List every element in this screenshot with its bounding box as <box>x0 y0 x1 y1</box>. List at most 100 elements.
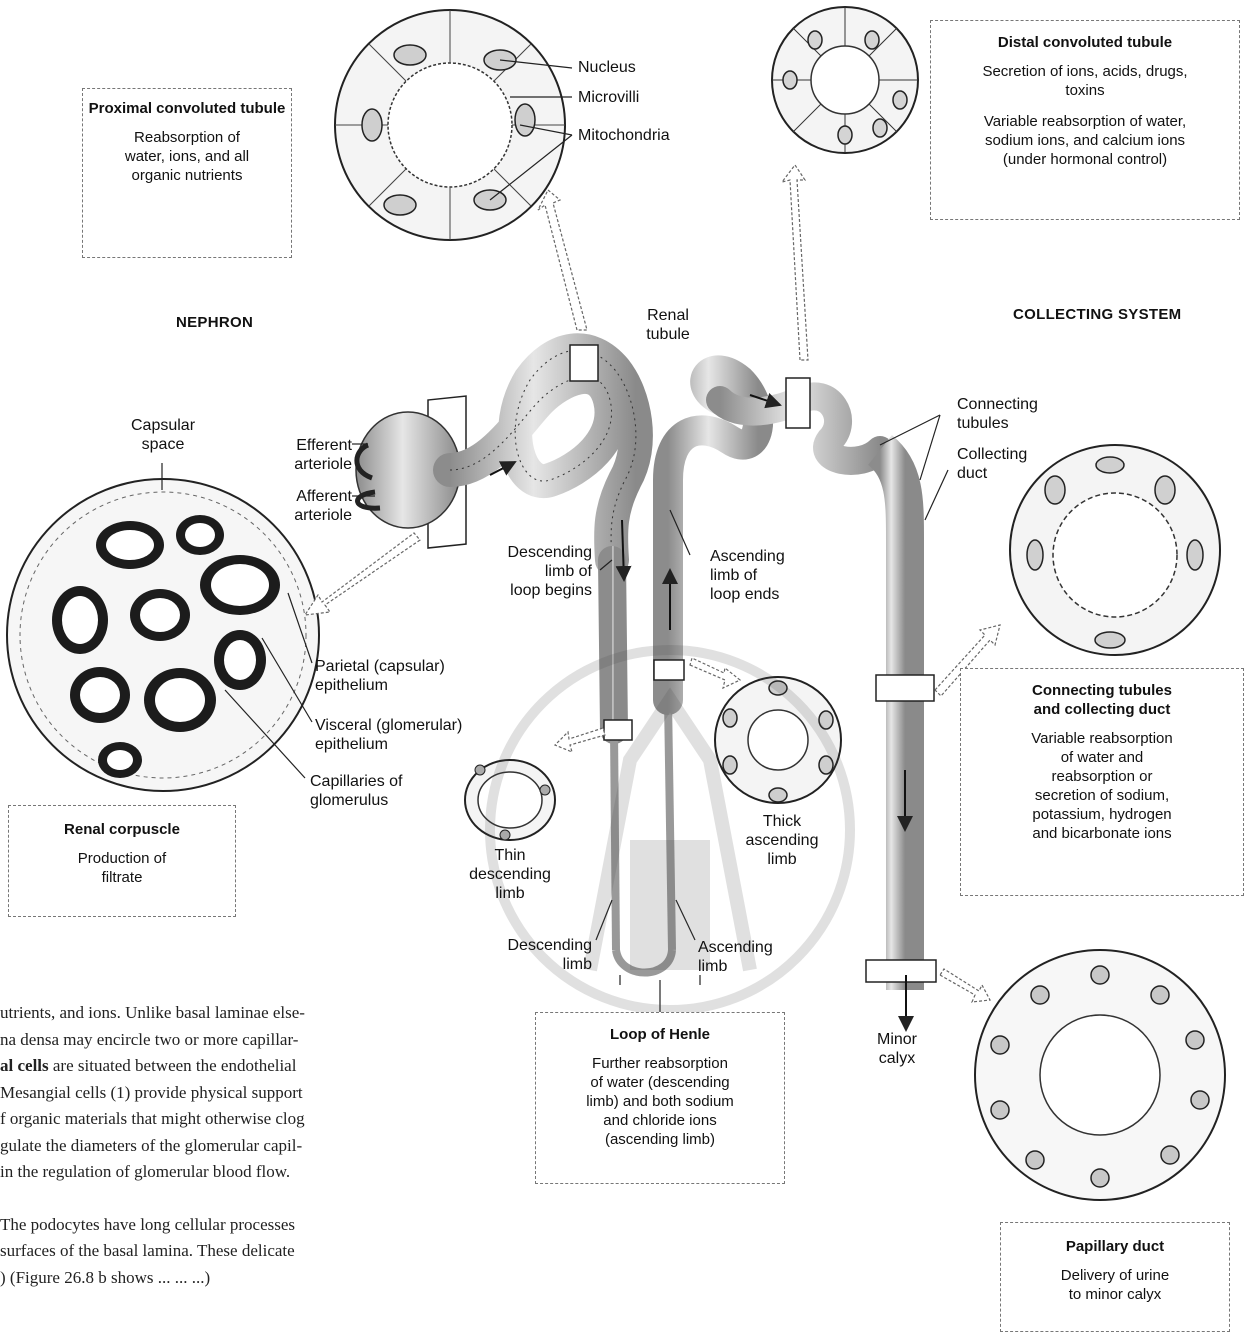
renal-corpuscle-desc-line: filtrate <box>9 868 235 887</box>
proximal-desc-line: organic nutrients <box>83 166 291 185</box>
capillaries-label: Capillaries of glomerulus <box>310 772 402 810</box>
descending-begins-line: loop begins <box>480 581 592 600</box>
capillaries-line: Capillaries of <box>310 772 402 791</box>
papillary-duct-title: Papillary duct <box>1001 1237 1229 1256</box>
ascending-limb-ends-label: Ascending limb of loop ends <box>710 547 820 604</box>
loop-desc-line: limb) and both sodium <box>536 1092 784 1111</box>
loop-of-henle-box: Loop of Henle Further reabsorption of wa… <box>535 1012 785 1184</box>
proximal-desc-line: Reabsorption of <box>83 128 291 147</box>
distal-cut-plane <box>786 378 810 428</box>
efferent-label-line: arteriole <box>268 455 352 474</box>
loop-desc-line: of water (descending <box>536 1073 784 1092</box>
nucleus-label: Nucleus <box>578 58 636 77</box>
afferent-label-line: Afferent <box>268 487 352 506</box>
papillary-duct-section <box>975 950 1225 1200</box>
visceral-line: epithelium <box>315 735 462 754</box>
connecting-desc-line: secretion of sodium, <box>961 786 1243 805</box>
connecting-tubules-line: Connecting <box>957 395 1038 414</box>
collecting-duct <box>880 450 905 990</box>
connecting-desc-line: reabsorption or <box>961 767 1243 786</box>
thin-descending-line: descending <box>455 865 565 884</box>
thin-descending-label: Thin descending limb <box>455 846 565 903</box>
renal-corpuscle-box: Renal corpuscle Production of filtrate <box>8 805 236 917</box>
thick-ascending-line: ascending <box>732 831 832 850</box>
mitochondria-label: Mitochondria <box>578 126 670 145</box>
distal-desc-line: sodium ions, and calcium ions <box>931 131 1239 150</box>
thin-descending-section <box>465 760 555 840</box>
body-text-span: are situated between the endothelial <box>49 1056 297 1075</box>
thin-descending-line: limb <box>455 884 565 903</box>
connecting-desc-line: Variable reabsorption <box>961 729 1243 748</box>
connecting-tubules-title-2: and collecting duct <box>961 700 1243 719</box>
visceral-line: Visceral (glomerular) <box>315 716 462 735</box>
proximal-tubule-title: Proximal convoluted tubule <box>83 99 291 118</box>
connecting-desc-line: potassium, hydrogen <box>961 805 1243 824</box>
renal-tubule-label: Renal tubule <box>628 306 708 344</box>
body-text-line: al cells are situated between the endoth… <box>0 1053 460 1080</box>
body-text-line: utrients, and ions. Unlike basal laminae… <box>0 1000 460 1027</box>
renal-corpuscle-desc-line: Production of <box>9 849 235 868</box>
visceral-epithelium-label: Visceral (glomerular) epithelium <box>315 716 462 754</box>
distal-tubule-title: Distal convoluted tubule <box>931 33 1239 52</box>
loop-desc-line: and chloride ions <box>536 1111 784 1130</box>
ascending-limb-line: limb <box>698 957 773 976</box>
loop-bottom <box>616 950 672 973</box>
thick-ascending-label: Thick ascending limb <box>732 812 832 869</box>
minor-calyx-line: calyx <box>862 1049 932 1068</box>
descending-limb-line: Descending <box>480 936 592 955</box>
thick-ascending-line: Thick <box>732 812 832 831</box>
ascending-ends-line: loop ends <box>710 585 820 604</box>
loop-desc-line: (ascending limb) <box>536 1130 784 1149</box>
body-text-line: na densa may encircle two or more capill… <box>0 1027 460 1054</box>
collecting-duct-line: duct <box>957 464 1027 483</box>
descending-limb <box>612 560 614 730</box>
distal-tubule-box: Distal convoluted tubule Secretion of io… <box>930 20 1240 220</box>
body-text-line: The podocytes have long cellular process… <box>0 1212 460 1239</box>
thin-ascending-limb <box>668 700 672 950</box>
proximal-tubule <box>450 350 636 560</box>
collecting-duct-line: Collecting <box>957 445 1027 464</box>
body-text-line: gulate the diameters of the glomerular c… <box>0 1133 460 1160</box>
connecting-tubules-title: Connecting tubules <box>961 681 1243 700</box>
thick-ascending-section <box>715 677 841 803</box>
efferent-arteriole-label: Efferent arteriole <box>268 436 352 474</box>
collecting-system-heading: COLLECTING SYSTEM <box>1013 306 1181 323</box>
capillaries-line: glomerulus <box>310 791 402 810</box>
capsular-space-label-line: Capsular <box>118 416 208 435</box>
capsular-space-label: Capsular space <box>118 416 208 454</box>
thin-limb-cut-plane <box>604 720 632 740</box>
renal-corpuscle-section <box>7 479 319 791</box>
ascending-limb-line: Ascending <box>698 938 773 957</box>
body-text-line: f organic materials that might otherwise… <box>0 1106 460 1133</box>
connecting-tubules-label: Connecting tubules <box>957 395 1038 433</box>
descending-limb-label: Descending limb <box>480 936 592 974</box>
descending-limb-begins-label: Descending limb of loop begins <box>480 543 592 600</box>
ascending-limb-label: Ascending limb <box>698 938 773 976</box>
distal-desc-line: Variable reabsorption of water, <box>931 112 1239 131</box>
collecting-duct-section <box>1010 445 1220 655</box>
papillary-desc-line: to minor calyx <box>1001 1285 1229 1304</box>
connecting-tubules-line: tubules <box>957 414 1038 433</box>
thin-descending-limb <box>614 730 616 950</box>
descending-begins-line: Descending <box>480 543 592 562</box>
distal-desc-line: toxins <box>931 81 1239 100</box>
thin-descending-line: Thin <box>455 846 565 865</box>
body-text-line: surfaces of the basal lamina. These deli… <box>0 1238 460 1265</box>
nephron-heading: NEPHRON <box>176 314 253 331</box>
thick-ascending-line: limb <box>732 850 832 869</box>
descending-limb-line: limb <box>480 955 592 974</box>
body-text-line: Mesangial cells (1) provide physical sup… <box>0 1080 460 1107</box>
descending-begins-line: limb of <box>480 562 592 581</box>
ascending-ends-line: limb of <box>710 566 820 585</box>
thick-limb-cut-plane <box>654 660 684 680</box>
ascending-ends-line: Ascending <box>710 547 820 566</box>
collecting-duct-label: Collecting duct <box>957 445 1027 483</box>
collecting-cut-plane <box>876 675 934 701</box>
connecting-tubules-box: Connecting tubules and collecting duct V… <box>960 668 1244 896</box>
proximal-tubule-section <box>335 10 565 240</box>
distal-desc-spacer <box>931 100 1239 112</box>
afferent-label-line: arteriole <box>268 506 352 525</box>
body-text-spacer <box>0 1186 460 1212</box>
efferent-label-line: Efferent <box>268 436 352 455</box>
connecting-desc-line: and bicarbonate ions <box>961 824 1243 843</box>
